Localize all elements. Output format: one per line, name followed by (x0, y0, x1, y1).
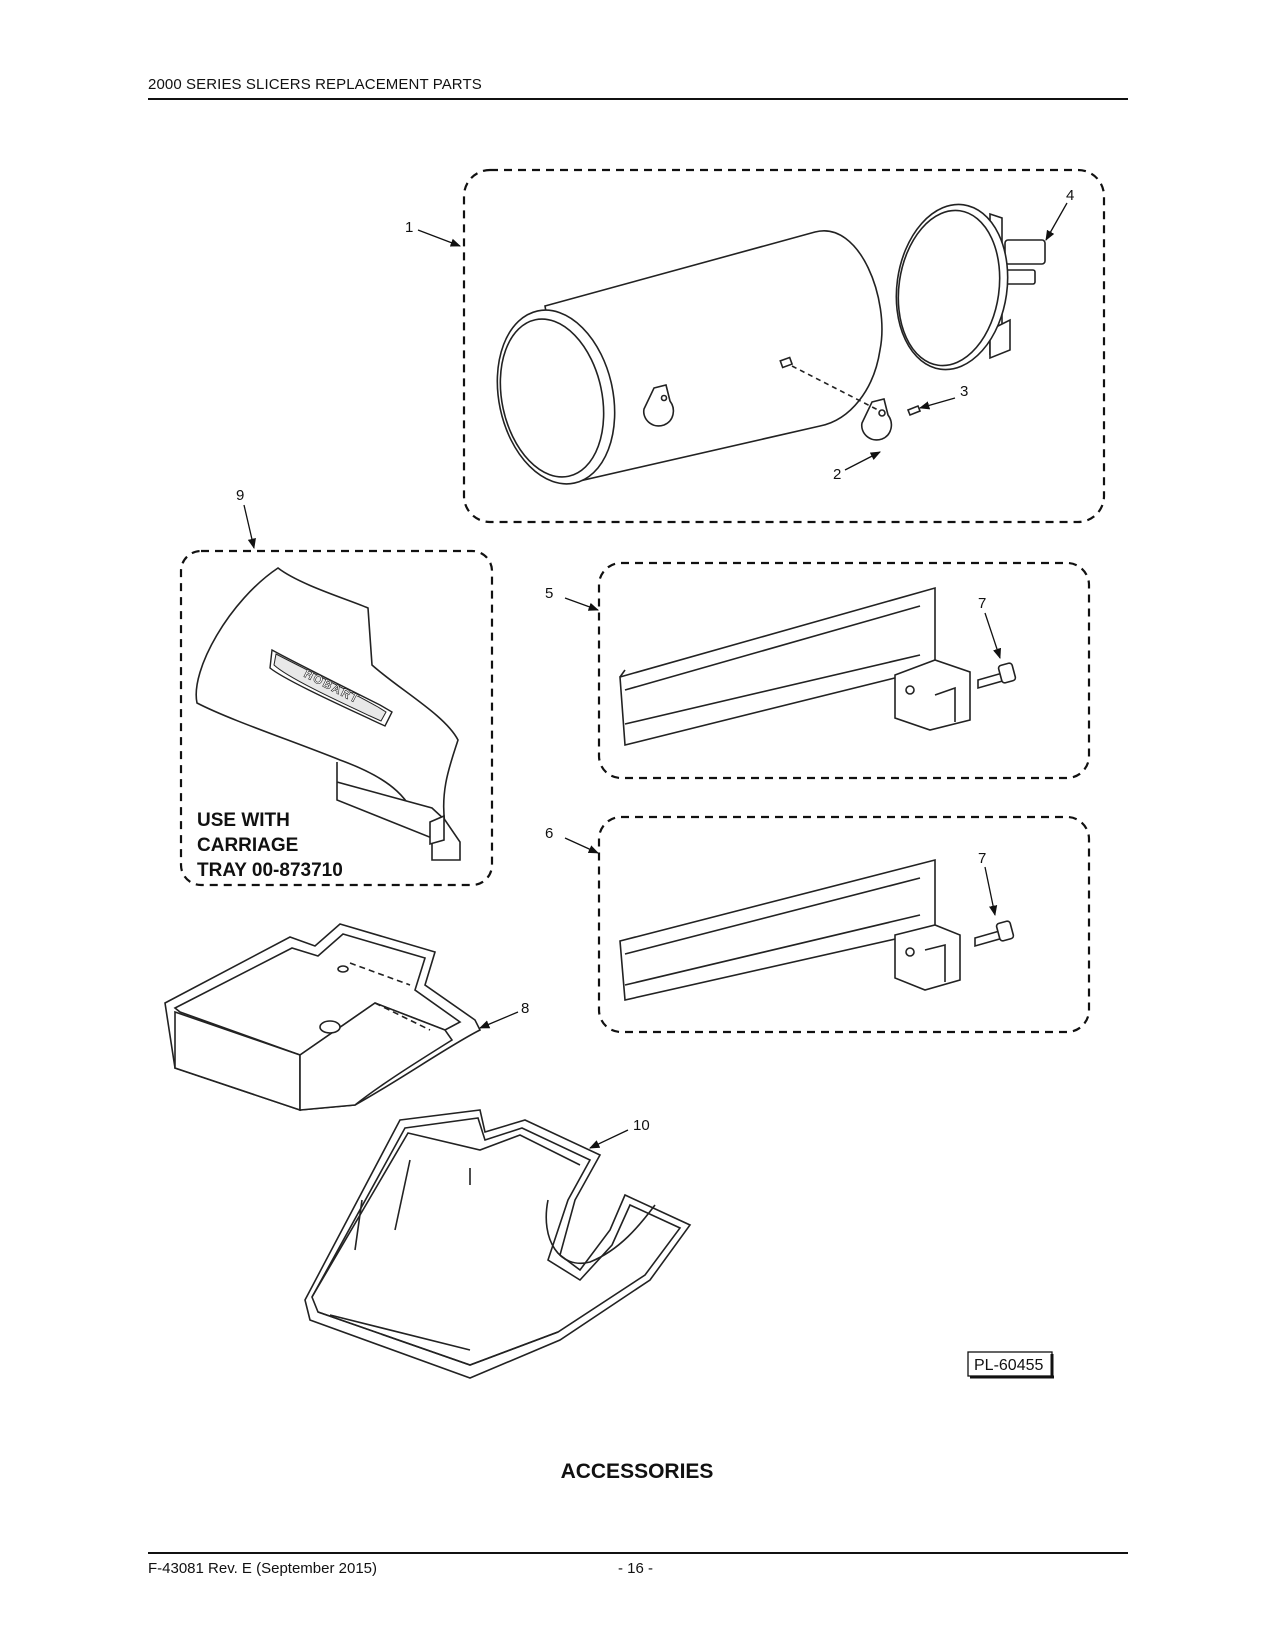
note-line-2: CARRIAGE (197, 835, 298, 856)
callout-leaders (243, 202, 1068, 1149)
rail-group-6-box (597, 815, 1091, 1034)
end-cap-part (895, 203, 1046, 371)
hobart-logo: HOBART (269, 648, 393, 727)
note-line-1: USE WITH (197, 810, 290, 831)
screw-7b (974, 920, 1015, 948)
figure-caption: ACCESSORIES (561, 1460, 714, 1483)
tray-part-8 (164, 923, 482, 1112)
callout-1: 1 (405, 219, 413, 236)
callout-7-upper: 7 (978, 595, 986, 612)
cover-group-box (462, 168, 1106, 524)
reference-code-text: PL-60455 (974, 1357, 1043, 1374)
callout-4: 4 (1066, 187, 1074, 204)
header-rule (148, 98, 1128, 100)
rail-part-6 (619, 858, 1015, 1001)
rail-part-5 (619, 586, 1017, 747)
callout-2: 2 (833, 466, 841, 483)
callout-6: 6 (545, 825, 553, 842)
pan-part-10 (304, 1109, 692, 1379)
reference-code-box: PL-60455 (967, 1351, 1054, 1379)
callout-3: 3 (960, 383, 968, 400)
rail-group-5-box (597, 561, 1091, 780)
note-line-3: TRAY 00-873710 (197, 860, 343, 881)
tray-cover-part: HOBART (195, 567, 461, 861)
callout-7-lower: 7 (978, 850, 986, 867)
page-header-title: 2000 SERIES SLICERS REPLACEMENT PARTS (148, 76, 482, 93)
footer-rule (148, 1552, 1128, 1554)
tray-cover-group-box (179, 549, 494, 887)
footer-page-number: - 16 - (618, 1560, 654, 1577)
callout-10: 10 (633, 1117, 650, 1134)
cylinder-cover-part (496, 229, 922, 485)
footer-document-revision: F-43081 Rev. E (September 2015) (148, 1560, 378, 1577)
callout-5: 5 (545, 585, 553, 602)
screw-7a (977, 662, 1017, 690)
callout-9: 9 (236, 487, 244, 504)
callout-8: 8 (521, 1000, 529, 1017)
